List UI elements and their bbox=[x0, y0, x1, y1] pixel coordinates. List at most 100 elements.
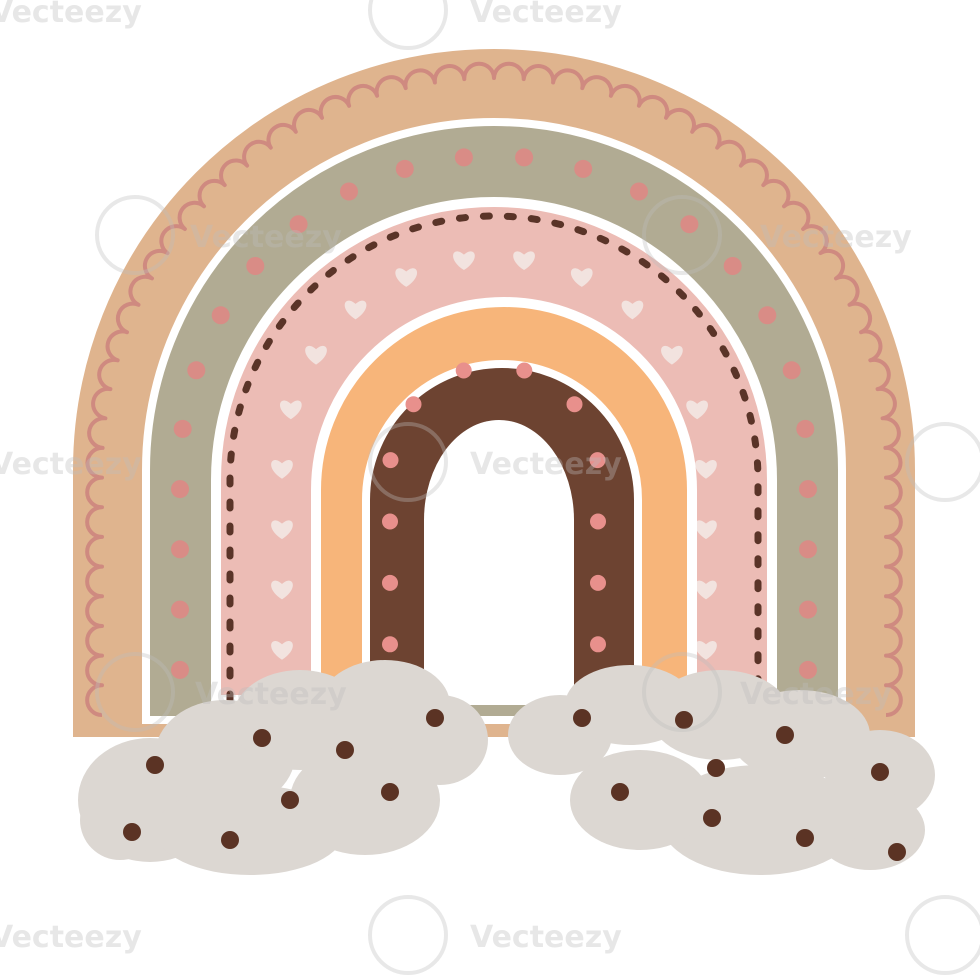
cloud-dot bbox=[253, 729, 271, 747]
brown-dot bbox=[590, 636, 606, 653]
watermark-text: Vecteezy bbox=[470, 920, 622, 955]
cloud-dot bbox=[221, 831, 239, 849]
watermark-text: Vecteezy bbox=[0, 0, 142, 30]
heart-icon bbox=[695, 460, 717, 479]
sage-dot bbox=[723, 257, 742, 275]
cloud-dot bbox=[707, 759, 725, 777]
watermark-logo-icon bbox=[368, 0, 448, 50]
cloud-dot bbox=[776, 726, 794, 744]
sage-dot bbox=[340, 182, 358, 201]
cloud-dot bbox=[871, 763, 889, 781]
cloud-dot bbox=[703, 809, 721, 827]
watermark-text: Vecteezy bbox=[0, 447, 142, 482]
heart-icon bbox=[695, 520, 717, 540]
brown-dot bbox=[382, 636, 398, 653]
brown-dot bbox=[382, 452, 399, 469]
cloud-dot bbox=[381, 783, 399, 801]
sage-dot bbox=[799, 480, 817, 499]
brown-dot bbox=[589, 452, 606, 469]
sage-dot bbox=[171, 540, 189, 559]
heart-icon bbox=[570, 268, 593, 287]
sage-dot bbox=[758, 306, 777, 325]
sage-dot bbox=[395, 159, 414, 178]
watermark-text: Vecteezy bbox=[190, 220, 342, 255]
watermark-text: Vecteezy bbox=[470, 447, 622, 482]
heart-icon bbox=[279, 400, 302, 420]
watermark-logo-icon bbox=[905, 422, 980, 502]
cloud-dot bbox=[336, 741, 354, 759]
watermark-logo-icon bbox=[642, 652, 722, 732]
sage-dot bbox=[799, 600, 817, 619]
brown-dot bbox=[405, 396, 422, 413]
cloud-dot bbox=[611, 783, 629, 801]
heart-icon bbox=[271, 520, 293, 540]
sage-dot bbox=[171, 600, 189, 619]
brown-dot bbox=[590, 513, 606, 530]
pink-arch-hearts bbox=[271, 251, 717, 660]
heart-icon bbox=[513, 251, 535, 271]
brown-dot bbox=[455, 362, 472, 379]
sage-dot bbox=[680, 215, 699, 234]
heart-icon bbox=[621, 300, 644, 320]
sage-dot bbox=[171, 660, 189, 679]
watermark-logo-icon bbox=[95, 195, 175, 275]
watermark-logo-icon bbox=[95, 652, 175, 732]
sage-dot bbox=[171, 480, 189, 499]
heart-icon bbox=[271, 460, 293, 479]
watermark-text: Vecteezy bbox=[470, 0, 622, 30]
heart-icon bbox=[661, 345, 683, 365]
sage-dot bbox=[211, 306, 230, 325]
cloud-dot bbox=[888, 843, 906, 861]
watermark-logo-icon bbox=[642, 195, 722, 275]
watermark-logo-icon bbox=[368, 422, 448, 502]
sage-dot bbox=[796, 419, 815, 438]
sage-dot bbox=[454, 148, 473, 167]
sage-dot bbox=[630, 182, 648, 201]
cloud-dot bbox=[146, 756, 164, 774]
watermark-text: Vecteezy bbox=[0, 920, 142, 955]
left-cloud-dots bbox=[123, 709, 444, 849]
heart-icon bbox=[453, 251, 475, 271]
sage-dot bbox=[289, 215, 308, 234]
heart-icon bbox=[695, 641, 717, 660]
watermark-logo-icon bbox=[368, 895, 448, 975]
watermark-text: Vecteezy bbox=[760, 220, 912, 255]
heart-icon bbox=[695, 580, 717, 600]
rainbow-center-opening bbox=[424, 420, 574, 700]
cloud-dot bbox=[573, 709, 591, 727]
heart-icon bbox=[395, 268, 418, 287]
brown-dot bbox=[382, 513, 398, 530]
sage-arch-dots bbox=[171, 148, 817, 679]
heart-icon bbox=[344, 300, 367, 320]
brown-dot bbox=[566, 396, 583, 413]
sage-dot bbox=[173, 419, 192, 438]
right-cloud-dots bbox=[573, 709, 906, 861]
watermark-text: Vecteezy bbox=[740, 677, 892, 712]
sage-dot bbox=[782, 361, 801, 380]
brown-dot bbox=[516, 362, 533, 379]
sage-dot bbox=[799, 540, 817, 559]
heart-icon bbox=[271, 641, 293, 660]
sage-dot bbox=[574, 159, 593, 178]
stitch-line bbox=[226, 212, 762, 704]
sage-dot bbox=[246, 257, 265, 275]
cloud-dot bbox=[426, 709, 444, 727]
heart-icon bbox=[305, 345, 327, 365]
sage-dot bbox=[799, 660, 817, 679]
watermark-text: Vecteezy bbox=[195, 677, 347, 712]
sage-dot bbox=[187, 361, 206, 380]
brown-dot bbox=[590, 574, 606, 591]
brown-arch-dots bbox=[382, 362, 606, 653]
scallop-trim bbox=[85, 61, 903, 717]
cloud-dot bbox=[281, 791, 299, 809]
cloud-dot bbox=[123, 823, 141, 841]
cloud-dot bbox=[796, 829, 814, 847]
cloud-dot bbox=[675, 711, 693, 729]
brown-dot bbox=[382, 574, 398, 591]
heart-icon bbox=[686, 400, 709, 420]
watermark-logo-icon bbox=[905, 895, 980, 975]
heart-icon bbox=[271, 580, 293, 600]
sage-dot bbox=[515, 148, 534, 167]
